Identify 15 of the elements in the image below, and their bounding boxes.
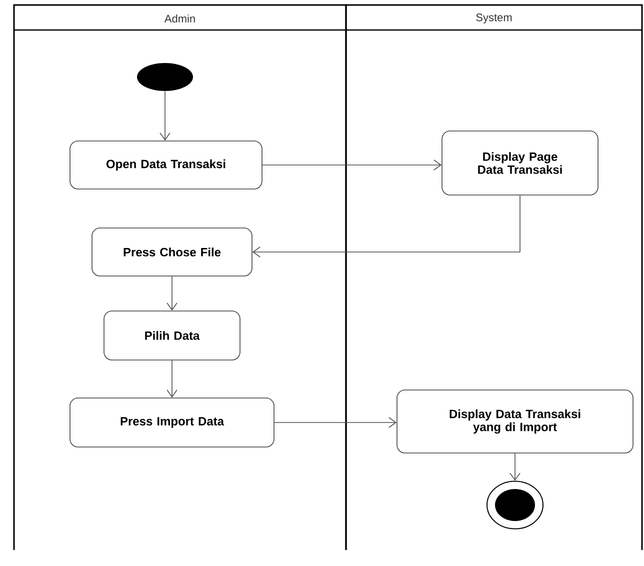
arrow (274, 417, 397, 428)
arrow (166, 360, 178, 398)
action-box: Press Chose File (92, 228, 252, 276)
arrow (166, 276, 178, 311)
action-box: Display Page Data Transaksi (442, 130, 598, 196)
action-box: Pilih Data (104, 310, 240, 360)
action-box: Display Data Transaksi yang di Import (396, 390, 634, 454)
action-box: Press Import Data (70, 398, 274, 448)
arrow (160, 90, 170, 141)
action-box: Open Data Transaksi (70, 140, 262, 190)
arrow (252, 195, 520, 258)
arrow (262, 160, 442, 170)
arrow (510, 453, 520, 481)
start-node (137, 63, 193, 91)
end-node (486, 480, 544, 530)
